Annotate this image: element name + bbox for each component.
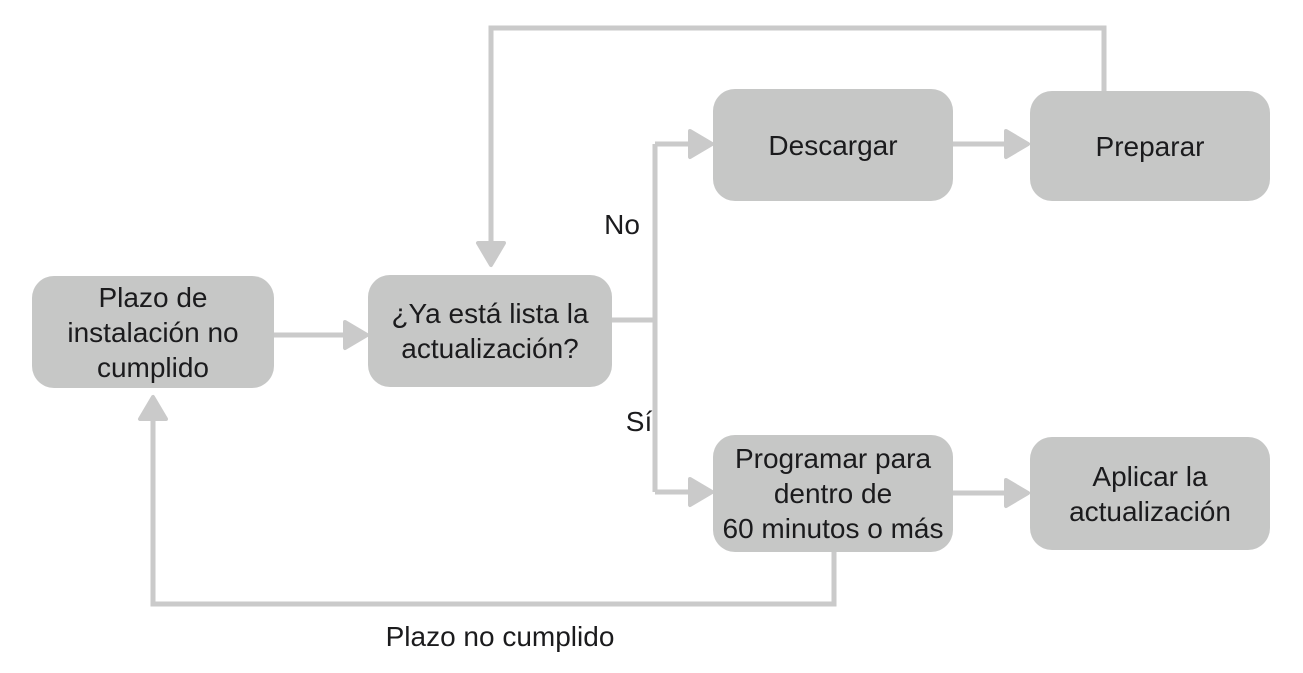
edge-preparar-loop-to-pregunta (488, 25, 1107, 246)
node-descargar: Descargar (713, 89, 953, 201)
edge-label-no: No (604, 209, 640, 240)
node-label: Descargar (768, 129, 898, 161)
arrowhead-into-pregunta-icon (343, 320, 369, 350)
node-programar-60-minutos: Programar para dentro de 60 minutos o má… (713, 435, 953, 552)
edge-programar-loop-to-plazo (150, 417, 837, 607)
arrowhead-down-into-pregunta-icon (476, 241, 506, 267)
arrowhead-into-preparar-icon (1004, 129, 1030, 159)
arrowhead-into-descargar-icon (688, 129, 714, 159)
arrowhead-into-aplicar-icon (1004, 478, 1030, 508)
node-label: ¿Ya está lista la actualización? (391, 298, 589, 364)
edge-label-plazo-no-cumplido: Plazo no cumplido (385, 621, 615, 652)
node-label: Programar para dentro de 60 minutos o má… (722, 443, 944, 544)
edge-label-si: Sí (625, 406, 653, 437)
node-preparar: Preparar (1030, 91, 1270, 201)
node-label: Preparar (1095, 130, 1205, 162)
node-plazo-instalacion-no-cumplido: Plazo de instalación no cumplido (32, 276, 274, 388)
node-label: Aplicar la actualización (1069, 460, 1231, 527)
node-label: Plazo de instalación no cumplido (67, 281, 239, 383)
node-ya-esta-lista-la-actualizacion: ¿Ya está lista la actualización? (368, 275, 612, 387)
node-aplicar-actualizacion: Aplicar la actualización (1030, 437, 1270, 550)
arrowhead-into-programar-icon (688, 477, 714, 507)
arrowhead-up-into-plazo-icon (138, 395, 168, 421)
